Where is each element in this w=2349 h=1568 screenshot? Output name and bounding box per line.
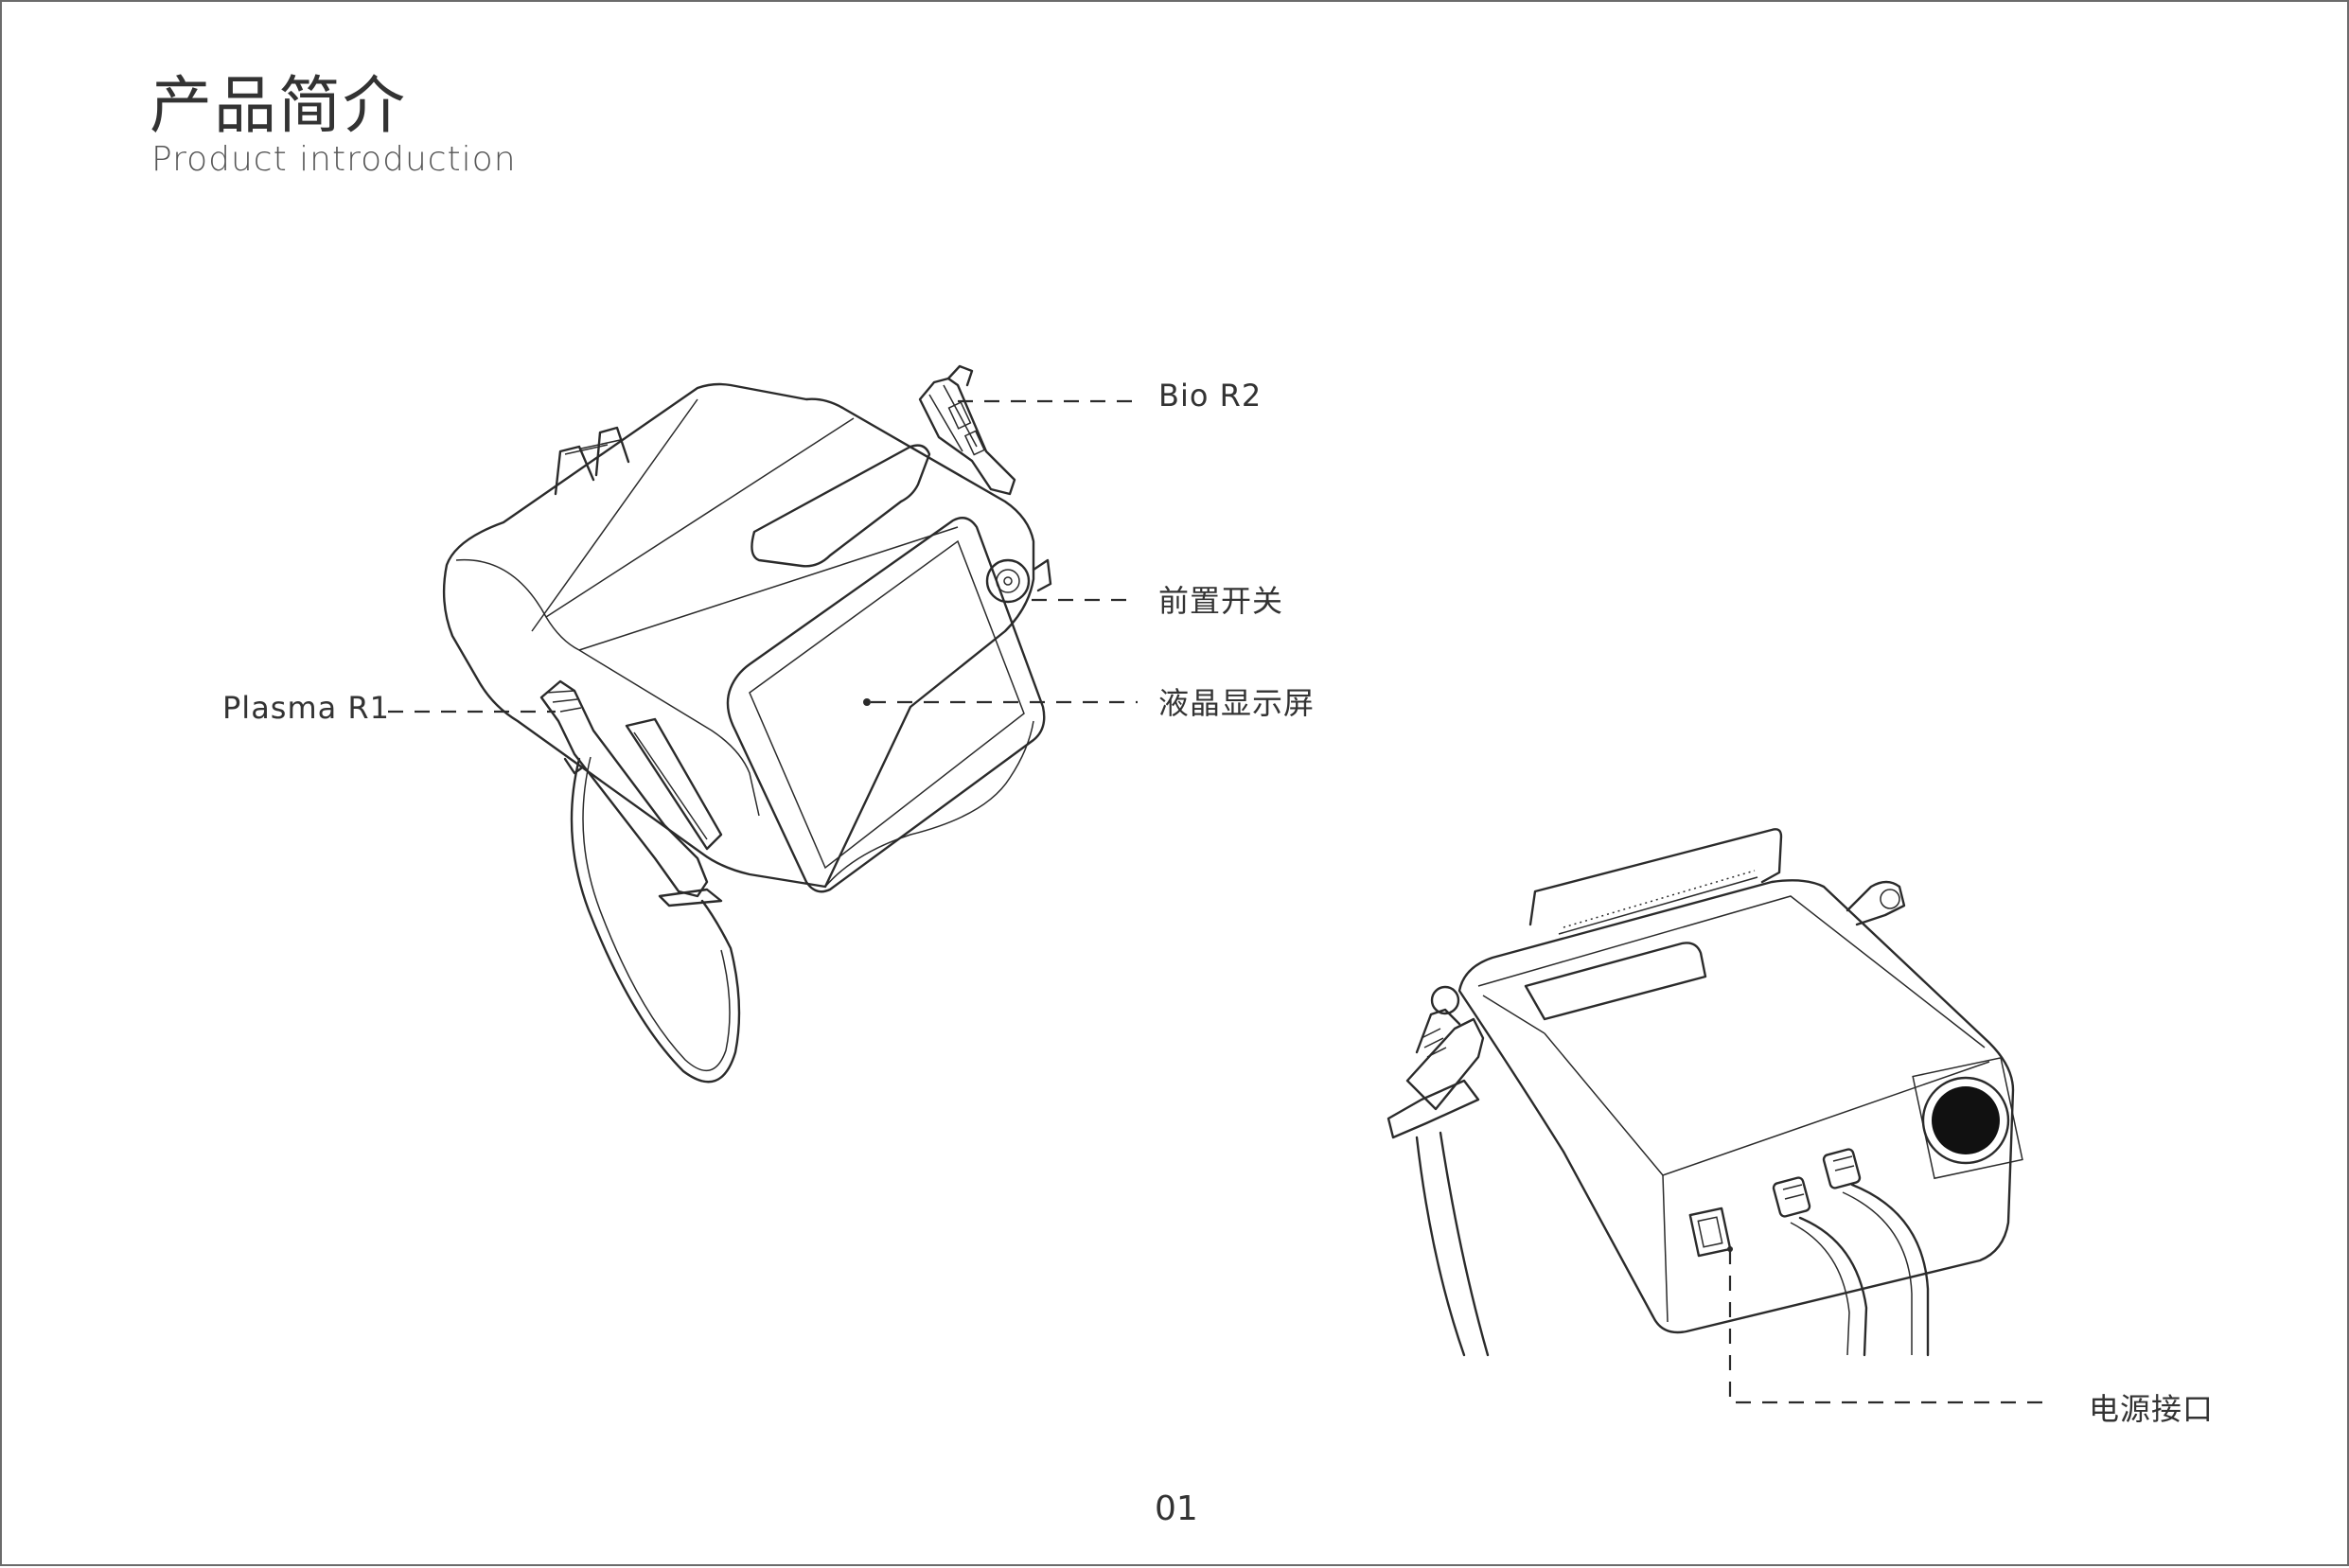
callout-bio-r2: Bio R2 [1158, 378, 1263, 414]
bio-r2-handpiece [918, 364, 1016, 496]
rear-stand-leg [1439, 1131, 1490, 1357]
device-body [442, 382, 1035, 889]
device-front-view [442, 364, 1052, 1084]
page-title: 产品简介 [150, 69, 407, 142]
rear-fan-grille [1932, 1086, 2000, 1154]
page-subtitle: Product introduction [151, 140, 517, 179]
rear-rail [594, 426, 630, 477]
callout-front-switch: 前置开关 [1158, 583, 1284, 619]
rear-cable [1798, 1216, 1868, 1357]
leader-dot-lcd [863, 698, 871, 706]
rear-vent-bar [1528, 828, 1783, 926]
device-rear-view [1386, 828, 2023, 1357]
rear-handpiece-stack [1386, 985, 1485, 1139]
rear-fan-circle [1921, 1076, 2010, 1165]
leader-dot-power [1727, 1246, 1733, 1252]
plasma-r1-handpiece [539, 679, 723, 907]
power-socket [1688, 1207, 1732, 1258]
handpiece-holder [625, 717, 723, 851]
top-display-panel [751, 444, 931, 568]
page-number: 01 [1155, 1489, 1198, 1528]
callout-lcd-screen: 液晶显示屏 [1158, 685, 1316, 721]
rear-stand-leg [1415, 1136, 1466, 1357]
rear-rail [554, 445, 595, 496]
callout-leaders [388, 399, 2048, 1404]
device-body-rear [1457, 879, 2015, 1334]
callout-power-socket: 电源接口 [2089, 1391, 2215, 1427]
leader-power-socket [1728, 1249, 2048, 1404]
handpiece-cable [570, 757, 741, 1084]
rear-cable [1850, 1183, 1930, 1357]
lcd-screen-frame [726, 517, 1046, 893]
rear-connector-ports [1772, 1148, 1862, 1218]
callout-plasma-r1: Plasma R1 [222, 690, 391, 726]
front-switch-knob [985, 558, 1031, 604]
